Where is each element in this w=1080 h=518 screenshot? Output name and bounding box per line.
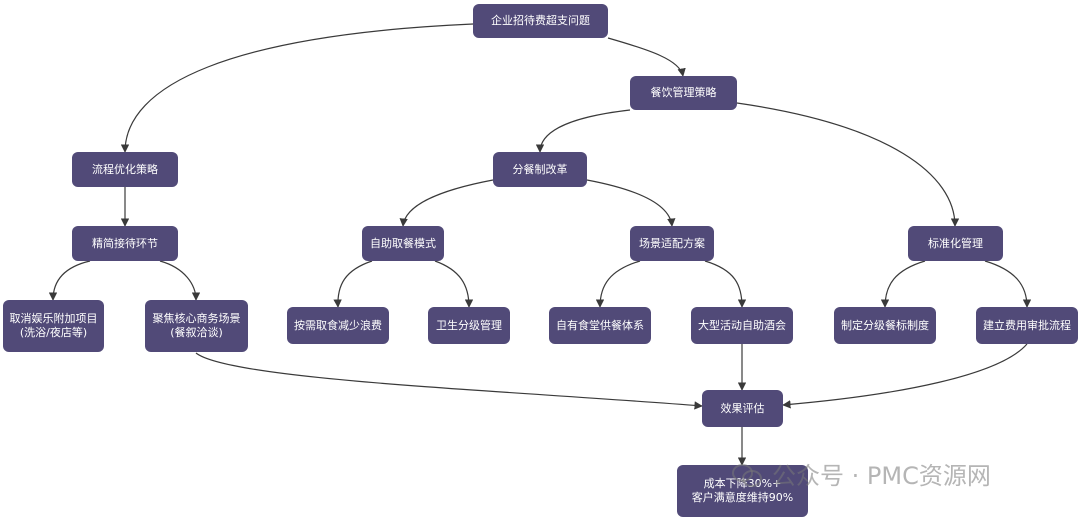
edge-separate-scenario xyxy=(586,179,676,227)
edge-standard-tiered xyxy=(880,260,926,308)
node-focus-core-business-line2: (餐叙洽谈) xyxy=(170,326,223,339)
node-large-event-buffet: 大型活动自助酒会 xyxy=(691,307,793,344)
node-hygiene-grading-label: 卫生分级管理 xyxy=(436,318,502,332)
node-result-line1: 成本下降30%+ xyxy=(703,477,782,490)
node-separate-meal-reform-label: 分餐制改革 xyxy=(512,162,568,176)
node-tiered-meal-standard: 制定分级餐标制度 xyxy=(834,307,936,344)
node-catering-strategy-label: 餐饮管理策略 xyxy=(650,86,717,99)
node-buffet-mode: 自助取餐模式 xyxy=(362,226,444,261)
node-tiered-meal-standard-label: 制定分级餐标制度 xyxy=(841,318,929,332)
edge-streamline-focus xyxy=(159,260,201,301)
node-streamline-reception: 精简接待环节 xyxy=(72,226,178,261)
node-hygiene-grading: 卫生分级管理 xyxy=(428,307,510,344)
edge-catering-separate xyxy=(535,109,631,153)
node-cancel-entertainment-line2: (洗浴/夜店等) xyxy=(19,326,88,339)
node-result: 成本下降30%+ 客户满意度维持90% xyxy=(677,465,808,517)
node-expense-approval-label: 建立费用审批流程 xyxy=(983,318,1071,332)
node-standardized-mgmt: 标准化管理 xyxy=(908,226,1003,261)
node-separate-meal-reform: 分餐制改革 xyxy=(493,152,587,187)
edge-standard-approval xyxy=(984,260,1032,308)
node-buffet-mode-label: 自助取餐模式 xyxy=(370,236,436,250)
node-process-optimization-label: 流程优化策略 xyxy=(92,162,158,176)
node-scenario-plan-label: 场景适配方案 xyxy=(639,236,705,250)
node-scenario-plan: 场景适配方案 xyxy=(630,226,714,261)
node-focus-core-business: 聚焦核心商务场景 (餐叙洽谈) xyxy=(145,300,248,352)
edge-root-process xyxy=(120,23,474,153)
node-cancel-entertainment: 取消娱乐附加项目 (洗浴/夜店等) xyxy=(3,300,104,352)
node-root-label: 企业招待费超支问题 xyxy=(491,14,590,27)
edge-scenario-canteen xyxy=(595,260,641,308)
edge-catering-standard xyxy=(736,102,960,227)
node-take-on-demand-label: 按需取食减少浪费 xyxy=(294,318,382,332)
node-focus-core-business-line1: 聚焦核心商务场景 xyxy=(152,312,241,325)
node-result-line2: 客户满意度维持90% xyxy=(691,491,794,504)
node-cancel-entertainment-line1: 取消娱乐附加项目 xyxy=(9,312,98,325)
node-take-on-demand: 按需取食减少浪费 xyxy=(287,307,389,344)
node-expense-approval: 建立费用审批流程 xyxy=(976,307,1078,344)
edge-buffet-hygiene xyxy=(434,260,474,308)
node-large-event-buffet-label: 大型活动自助酒会 xyxy=(698,318,786,332)
node-process-optimization: 流程优化策略 xyxy=(72,152,178,187)
node-streamline-reception-label: 精简接待环节 xyxy=(92,236,158,250)
node-own-canteen-label: 自有食堂供餐体系 xyxy=(556,318,644,332)
edge-root-catering xyxy=(607,37,686,77)
node-root: 企业招待费超支问题 xyxy=(473,4,608,38)
node-effect-evaluation-label: 效果评估 xyxy=(720,401,765,415)
edge-streamline-cancel xyxy=(48,260,91,301)
edge-focus-evaluation xyxy=(195,352,703,410)
edge-buffet-take xyxy=(333,260,373,308)
node-catering-strategy: 餐饮管理策略 xyxy=(630,76,737,110)
node-standardized-mgmt-label: 标准化管理 xyxy=(928,236,983,250)
edge-approval-evaluation xyxy=(782,343,1028,409)
node-effect-evaluation: 效果评估 xyxy=(702,390,783,427)
edge-separate-buffet xyxy=(399,179,494,227)
node-own-canteen: 自有食堂供餐体系 xyxy=(549,307,651,344)
edge-scenario-event xyxy=(704,260,747,308)
